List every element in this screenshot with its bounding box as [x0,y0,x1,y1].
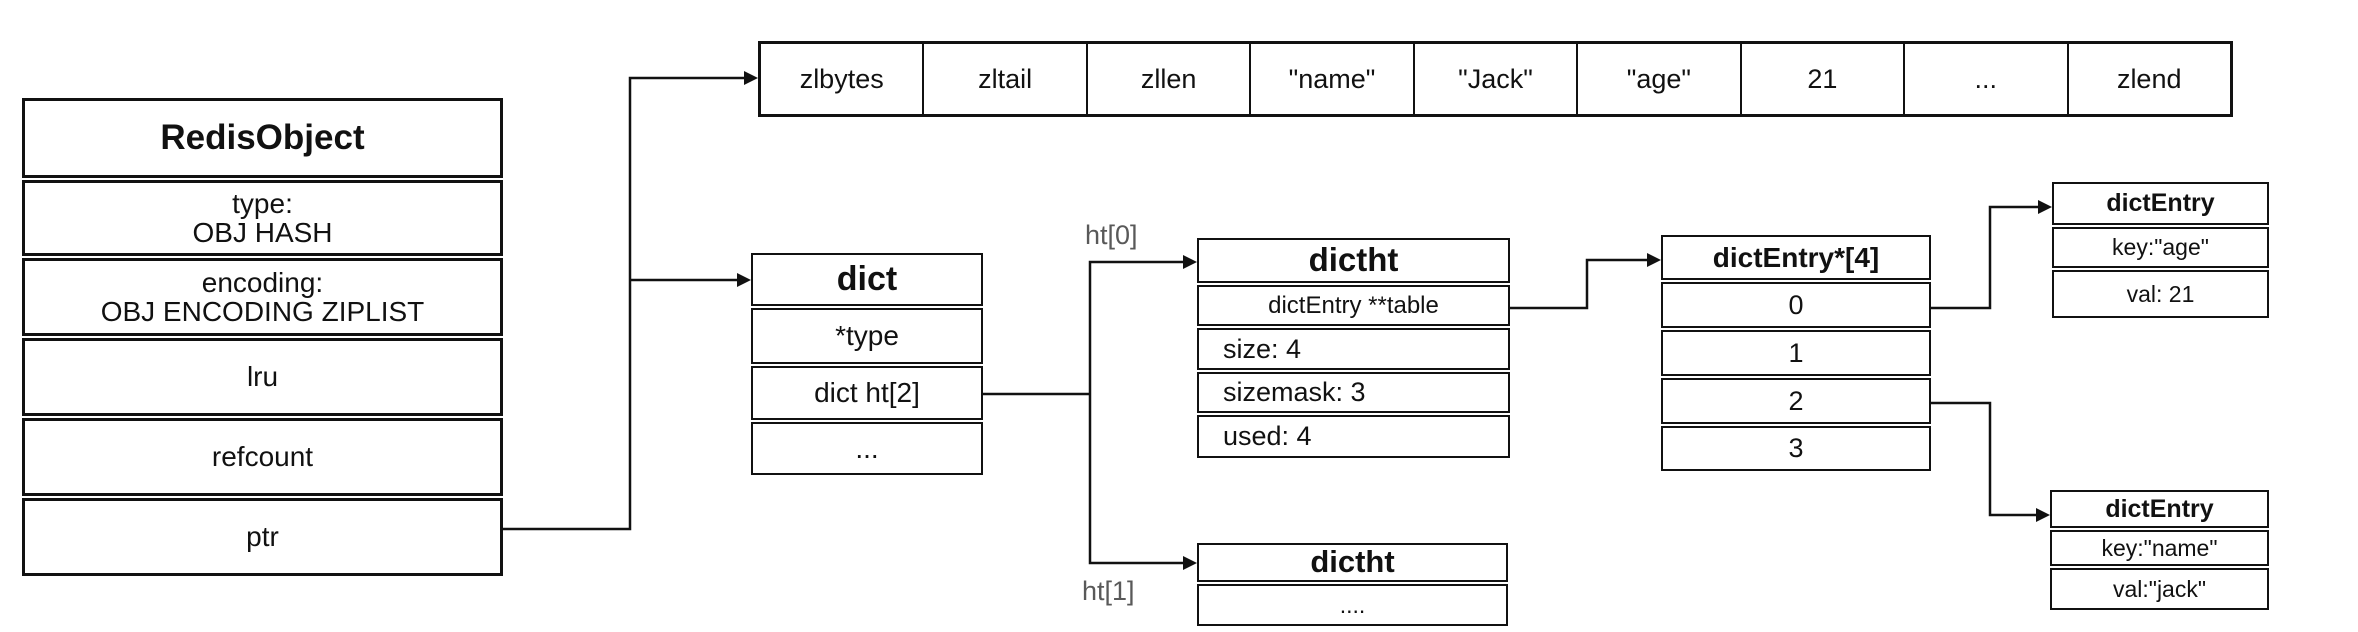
ziplist-cell-name: "name" [1249,44,1412,114]
dict-entry-array-box: dictEntry*[4] 0 1 2 3 [1661,235,1931,471]
redis-object-row-refcount: refcount [22,418,503,496]
ht0-label: ht[0] [1085,220,1138,250]
dict-row-type: *type [751,308,983,364]
dictht-main-box: dictht dictEntry **table size: 4 sizemas… [1197,238,1510,458]
arrow-slot2-to-dictentry-name [1931,401,2050,522]
ziplist-cell-ellipsis: ... [1903,44,2066,114]
dict-entry-age-box: dictEntry key:"age" val: 21 [2052,182,2269,318]
dict-row-ellipsis: ... [751,422,983,475]
redis-object-box: RedisObject type: OBJ HASH encoding: OBJ… [22,98,503,576]
dict-entry-name-val: val:"jack" [2050,568,2269,610]
type-label: type: [232,187,293,219]
dict-entry-array-slot-3: 3 [1661,426,1931,471]
dict-title: dict [751,253,983,306]
dict-entry-array-slot-2: 2 [1661,378,1931,424]
ziplist-row: zlbytes zltail zllen "name" "Jack" "age"… [758,41,2233,117]
dict-entry-age-key: key:"age" [2052,227,2269,268]
arrow-ht0-to-dictht [1088,255,1197,394]
encoding-value: OBJ ENCODING ZIPLIST [100,296,425,327]
redis-object-row-lru: lru [22,338,503,416]
dict-entry-name-box: dictEntry key:"name" val:"jack" [2050,490,2269,610]
redis-object-title: RedisObject [22,98,503,178]
dictht-row-table: dictEntry **table [1197,285,1510,326]
dict-box: dict *type dict ht[2] ... [751,253,983,475]
encoding-label: encoding: [201,266,324,298]
ziplist-cell-zllen: zllen [1085,44,1249,114]
dictht-row-size: size: 4 [1197,328,1510,370]
dict-entry-age-val: val: 21 [2052,270,2269,318]
ziplist-cell-zlbytes: zlbytes [799,63,884,94]
ht1-label: ht[1] [1082,576,1135,606]
dict-entry-array-title: dictEntry*[4] [1661,235,1931,280]
redis-object-row-ptr: ptr [22,498,503,576]
arrow-table-to-entry-array [1505,253,1661,310]
ziplist-cell-zltail: zltail [922,44,1085,114]
dictht-rehash-dots: .... [1197,584,1508,626]
dictht-rehash-box: dictht .... [1197,543,1508,626]
ziplist-cell-zlend: zlend [2066,44,2230,114]
redis-object-row-type: type: OBJ HASH [22,180,503,256]
ziplist-cell-21: 21 [1739,44,1903,114]
ziplist-cell-jack: "Jack" [1412,44,1576,114]
redis-object-row-encoding: encoding: OBJ ENCODING ZIPLIST [22,258,503,336]
type-value: OBJ HASH [192,217,333,248]
dict-entry-array-slot-1: 1 [1661,330,1931,376]
dictht-row-used: used: 4 [1197,415,1510,458]
dict-row-ht2: dict ht[2] [751,366,983,420]
dictht-main-title: dictht [1197,238,1510,283]
dictht-rehash-title: dictht [1197,543,1508,582]
dictht-row-sizemask: sizemask: 3 [1197,372,1510,413]
dict-entry-name-key: key:"name" [2050,530,2269,566]
ziplist-cell-age: "age" [1576,44,1739,114]
dict-entry-array-slot-0: 0 [1661,282,1931,328]
dict-entry-name-title: dictEntry [2050,490,2269,528]
arrow-ptr-to-ziplist [503,71,758,531]
dict-entry-age-title: dictEntry [2052,182,2269,225]
arrow-slot0-to-dictentry-age [1931,200,2052,310]
arrow-ht1-to-dictht [1088,394,1197,570]
